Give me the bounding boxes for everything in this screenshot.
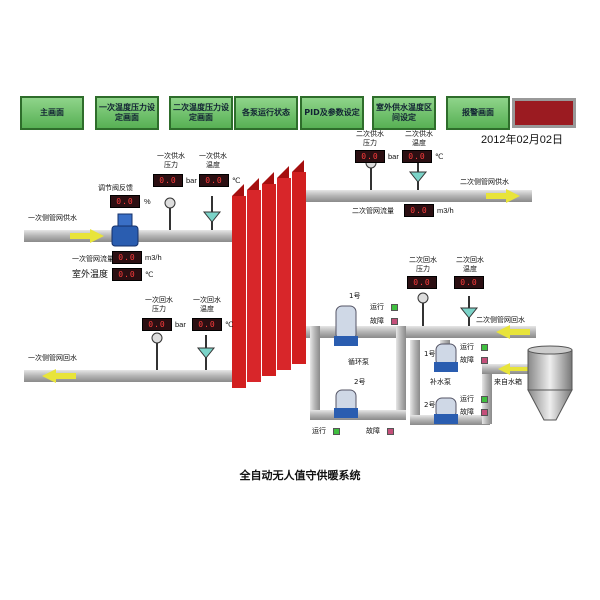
secondary-flow-display: 0.0 (404, 204, 434, 217)
tank-flow-arrow (498, 363, 528, 375)
alarm-indicator-lamp (512, 98, 576, 128)
makeup-pump-2-fault-label: 故障 (460, 408, 474, 416)
circulation-loop-left (310, 326, 320, 416)
nav-main-screen-button[interactable]: 主画面 (20, 96, 84, 130)
outdoor-temp-unit: ℃ (145, 270, 154, 279)
secondary-supply-temp-display: 0.0 (402, 150, 432, 163)
makeup-pump-2-fault-indicator (481, 409, 488, 416)
makeup-pump-2-run-label: 运行 (460, 395, 474, 403)
primary-supply-flow-arrow (70, 229, 104, 243)
secondary-supply-flow-arrow (486, 189, 520, 203)
nav-alarm-screen-button[interactable]: 报警画面 (446, 96, 510, 130)
primary-return-pressure-gauge (151, 332, 163, 370)
circulation-pump-2-fault-label: 故障 (366, 427, 380, 435)
circulation-pump-2-run-indicator (333, 428, 340, 435)
primary-return-pressure-unit: bar (175, 320, 186, 329)
makeup-pump-1-fault-label: 故障 (460, 356, 474, 364)
circulation-pump-2 (334, 389, 358, 418)
secondary-return-pressure-display: 0.0 (407, 276, 437, 289)
secondary-flow-unit: m3/h (437, 206, 454, 215)
circulation-pump-1-run-indicator (391, 304, 398, 311)
regulating-valve (111, 213, 139, 247)
makeup-pump-1-run-label: 运行 (460, 343, 474, 351)
secondary-return-pressure-gauge (417, 292, 429, 326)
secondary-return-temp-label: 二次回水温度 (456, 256, 484, 273)
primary-supply-pressure-gauge (164, 197, 176, 230)
makeup-pump-2-run-indicator (481, 396, 488, 403)
primary-supply-pressure-display: 0.0 (153, 174, 183, 187)
circulation-pump-2-label: 2号 (354, 378, 366, 386)
valve-feedback-unit: % (144, 197, 151, 206)
makeup-pump-2-label: 2号 (424, 401, 436, 409)
primary-flow-unit: m3/h (145, 253, 162, 262)
makeup-pump-1-run-indicator (481, 344, 488, 351)
secondary-supply-pipe (300, 190, 532, 202)
circulation-loop-right (396, 326, 406, 416)
primary-flow-display: 0.0 (112, 251, 142, 264)
valve-feedback-label: 调节阀反馈 (98, 184, 133, 192)
secondary-return-pipe-label: 二次侧管网回水 (476, 316, 525, 324)
circulation-pump-1-fault-indicator (391, 318, 398, 325)
secondary-return-pressure-label: 二次回水压力 (409, 256, 437, 273)
circulation-pump-1-run-label: 运行 (370, 303, 384, 311)
water-tank-label: 来自水箱 (494, 378, 522, 386)
nav-secondary-temp-pressure-button[interactable]: 二次温度压力设定画面 (169, 96, 233, 130)
nav-outdoor-temp-range-button[interactable]: 室外供水温度区间设定 (372, 96, 436, 130)
secondary-supply-temp-label: 二次供水温度 (405, 130, 433, 147)
secondary-supply-temp-unit: ℃ (435, 152, 444, 161)
circulation-pump-1-label: 1号 (349, 292, 361, 300)
primary-supply-pipe-label: 一次侧管网供水 (28, 214, 77, 222)
secondary-return-pipe (300, 326, 536, 338)
primary-return-pipe (24, 370, 234, 382)
heat-exchanger (232, 160, 306, 388)
circulation-pump-1 (334, 305, 358, 346)
secondary-supply-pressure-unit: bar (388, 152, 399, 161)
makeup-pump-2 (434, 397, 458, 424)
primary-return-flow-arrow (42, 369, 76, 383)
secondary-return-temp-display: 0.0 (454, 276, 484, 289)
makeup-pump-1 (434, 343, 458, 372)
makeup-loop-left (410, 340, 420, 420)
circulation-pump-1-fault-label: 故障 (370, 317, 384, 325)
primary-return-pressure-display: 0.0 (142, 318, 172, 331)
circulation-pump-group-label: 循环泵 (348, 358, 369, 366)
primary-return-pipe-label: 一次侧管网回水 (28, 354, 77, 362)
secondary-return-temp-sensor (459, 296, 479, 326)
primary-supply-pressure-label: 一次供水压力 (157, 152, 185, 169)
primary-return-temp-label: 一次回水温度 (193, 296, 221, 313)
makeup-pump-group-label: 补水泵 (430, 378, 451, 386)
primary-supply-pressure-unit: bar (186, 176, 197, 185)
secondary-return-flow-arrow (496, 325, 530, 339)
nav-primary-temp-pressure-button[interactable]: 一次温度压力设定画面 (95, 96, 159, 130)
primary-return-temp-unit: ℃ (225, 320, 234, 329)
primary-flow-label: 一次管网流量 (72, 255, 114, 263)
makeup-pump-1-label: 1号 (424, 350, 436, 358)
page-caption: 全自动无人值守供暖系统 (239, 469, 361, 482)
valve-feedback-display: 0.0 (110, 195, 140, 208)
primary-supply-temp-unit: ℃ (232, 176, 241, 185)
makeup-loop-right (482, 364, 492, 424)
primary-return-temp-display: 0.0 (192, 318, 222, 331)
makeup-pump-1-fault-indicator (481, 357, 488, 364)
primary-supply-temp-label: 一次供水温度 (199, 152, 227, 169)
secondary-supply-temp-sensor (408, 160, 428, 190)
primary-return-temp-sensor (196, 335, 216, 370)
outdoor-temp-display: 0.0 (112, 268, 142, 281)
primary-supply-temp-display: 0.0 (199, 174, 229, 187)
date-display: 2012年02月02日 (481, 134, 563, 146)
circulation-pump-2-run-label: 运行 (312, 427, 326, 435)
secondary-supply-pressure-label: 二次供水压力 (356, 130, 384, 147)
secondary-supply-pressure-display: 0.0 (355, 150, 385, 163)
nav-pump-status-button[interactable]: 各泵运行状态 (234, 96, 298, 130)
primary-supply-temp-sensor (202, 196, 222, 230)
secondary-flow-label: 二次管网流量 (352, 207, 394, 215)
secondary-supply-pipe-label: 二次侧管网供水 (460, 178, 509, 186)
nav-pid-settings-button[interactable]: PID及参数设定 (300, 96, 364, 130)
water-tank (527, 345, 573, 421)
outdoor-temp-label: 室外温度 (72, 270, 109, 280)
circulation-pump-2-fault-indicator (387, 428, 394, 435)
primary-return-pressure-label: 一次回水压力 (145, 296, 173, 313)
